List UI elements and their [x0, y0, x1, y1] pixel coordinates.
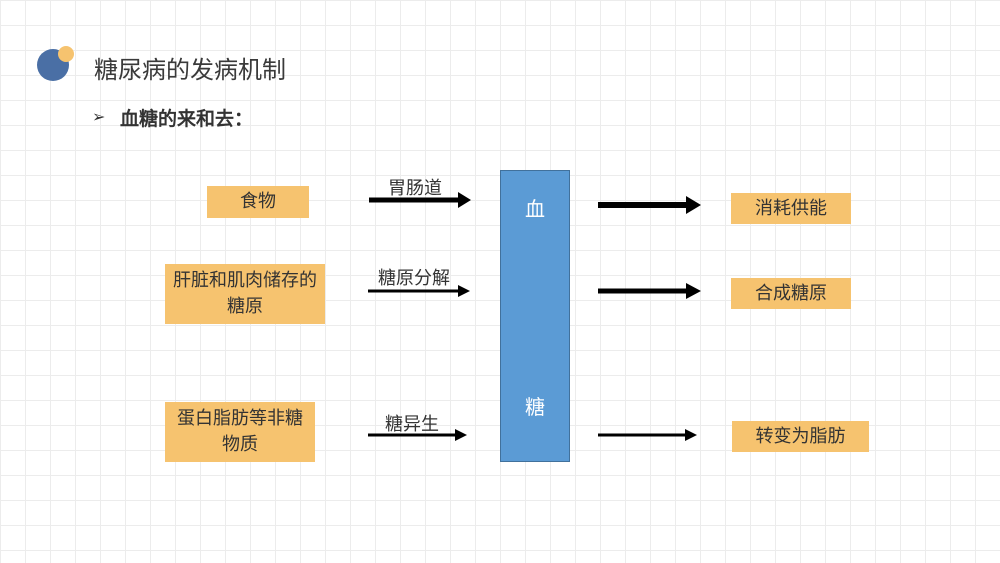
arrow-label-glycogenolysis: 糖原分解	[378, 268, 450, 289]
page-title: 糖尿病的发病机制	[94, 56, 286, 84]
arrow-blood-to-fat	[598, 429, 697, 441]
source-box-food: 食物	[207, 186, 309, 218]
output-label: 转变为脂肪	[755, 425, 846, 447]
arrow-blood-to-energy	[598, 196, 701, 214]
source-box-non-sugar: 蛋白脂肪等非糖物质	[165, 402, 315, 462]
output-label: 消耗供能	[755, 197, 827, 219]
output-box-fat: 转变为脂肪	[732, 421, 869, 452]
source-label: 蛋白脂肪等非糖物质	[177, 408, 303, 455]
output-label: 合成糖原	[755, 282, 827, 304]
sugar-char: 糖	[525, 395, 545, 419]
arrow-blood-to-glycogen	[598, 283, 701, 299]
logo-circles-icon	[37, 46, 74, 81]
source-box-glycogen: 肝脏和肌肉储存的糖原	[165, 264, 325, 324]
blood-char: 血	[525, 197, 545, 221]
blood-sugar-box: 血 糖	[500, 170, 570, 462]
output-box-glycogen: 合成糖原	[731, 278, 851, 309]
source-label: 肝脏和肌肉储存的糖原	[173, 270, 317, 317]
arrow-nonsugar-to-blood	[368, 429, 467, 441]
arrow-glycogen-to-blood	[368, 285, 470, 297]
section-subtitle: 血糖的来和去：	[120, 108, 254, 130]
arrow-label-gluconeogenesis: 糖异生	[385, 414, 439, 435]
bullet-arrow-icon: ➢	[92, 107, 106, 126]
arrow-food-to-blood	[369, 192, 471, 208]
arrow-label-gi-tract: 胃肠道	[388, 178, 442, 199]
output-box-energy: 消耗供能	[731, 193, 851, 224]
source-label: 食物	[240, 191, 276, 212]
